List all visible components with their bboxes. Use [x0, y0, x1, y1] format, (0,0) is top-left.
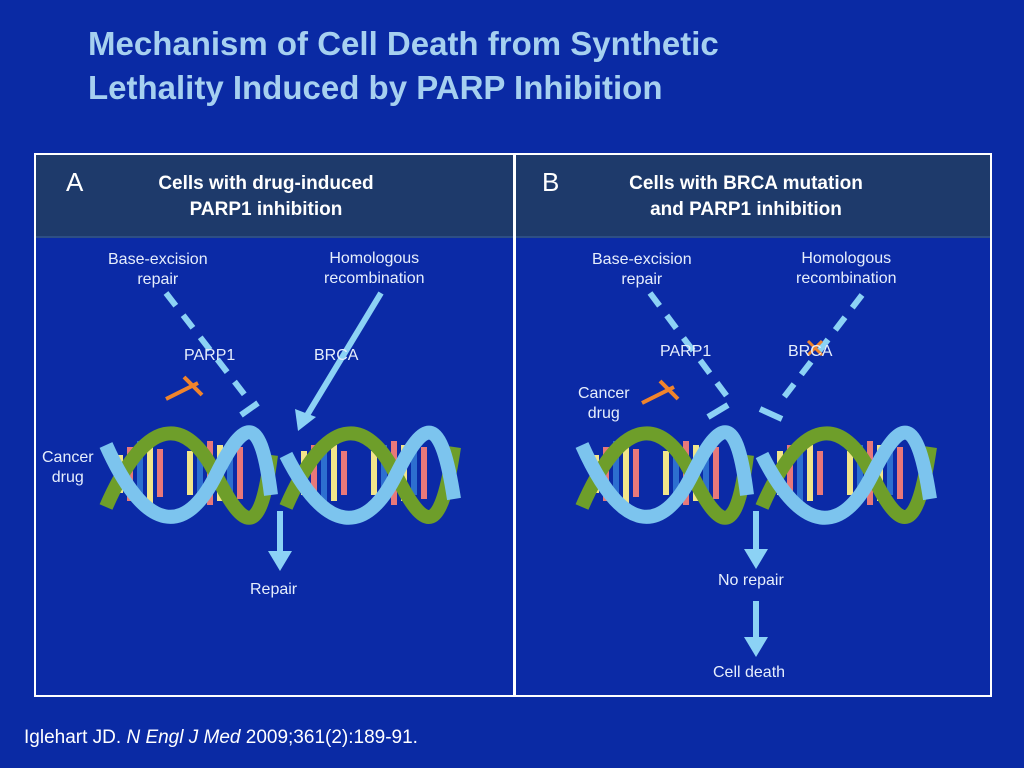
panel-b-heading-line-1: Cells with BRCA mutation — [629, 173, 863, 194]
panel-b-hr-line-2: recombination — [796, 270, 897, 287]
panel-b-drug-line-2: drug — [587, 405, 620, 422]
panel-b-drug-line-1: Cancer — [578, 385, 630, 402]
panel-b-ber-line-1: Base-excision — [592, 251, 692, 268]
panel-b-inhibitor-icon — [641, 379, 680, 405]
panel-a-parp1-label: PARP1 — [184, 347, 236, 364]
panel-b-no-repair-arrowhead — [744, 549, 768, 569]
panel-a-inhibitor-icon — [165, 375, 204, 401]
panel-a-ber-label: Base-excision repair — [108, 250, 208, 290]
citation-author: Iglehart JD. — [24, 727, 122, 748]
panel-a-heading-line-1: Cells with drug-induced — [158, 173, 374, 194]
panel-a-ber-path — [163, 291, 254, 405]
panel-b-parp1-label: PARP1 — [660, 343, 712, 360]
panel-a-drug-line-2: drug — [51, 469, 84, 486]
panel-b-dna-helix-icon — [575, 425, 937, 525]
panel-a-repair-arrowhead — [268, 551, 292, 571]
panel-divider — [513, 155, 516, 695]
panel-b-header: B Cells with BRCA mutation and PARP1 inh… — [516, 155, 990, 238]
panel-b-no-repair-label: No repair — [718, 572, 784, 589]
panel-a-hr-line-1: Homologous — [329, 250, 420, 267]
panel-a-heading-line-2: PARP1 inhibition — [189, 199, 343, 220]
panel-b-letter: B — [542, 167, 560, 197]
pathway-artwork — [99, 291, 937, 657]
panel-a-hr-path — [303, 291, 384, 419]
panel-b-brca-mutation-x-icon — [806, 339, 824, 357]
citation-ref: 2009;361(2):189-91. — [245, 727, 418, 748]
panel-a-dna-helix-icon — [99, 425, 461, 525]
panel-b-cell-death-label: Cell death — [713, 664, 786, 681]
panel-b-brca-label: BRCA — [788, 343, 833, 360]
panel-b-ber-label: Base-excision repair — [592, 250, 692, 290]
title-line-2: Lethality Induced by PARP Inhibition — [88, 69, 663, 106]
panel-a-hr-label: Homologous recombination — [324, 249, 425, 289]
panel-b-ber-path — [647, 291, 735, 405]
panel-b-cell-death-arrowhead — [744, 637, 768, 657]
panel-a-hr-line-2: recombination — [324, 270, 425, 287]
panel-a-letter: A — [66, 167, 84, 197]
slide-title: Mechanism of Cell Death from Synthetic L… — [88, 22, 968, 110]
panel-b-heading: Cells with BRCA mutation and PARP1 inhib… — [586, 171, 906, 223]
citation: Iglehart JD. N Engl J Med 2009;361(2):18… — [24, 727, 418, 749]
mechanism-figure: A Cells with drug-induced PARP1 inhibiti… — [34, 153, 992, 697]
panel-a-repair-label: Repair — [250, 581, 298, 598]
panel-a-hr-arrowhead — [295, 409, 316, 431]
panel-b-heading-line-2: and PARP1 inhibition — [650, 199, 842, 220]
panel-b-hr-path — [775, 293, 865, 407]
panel-b-parp1-block-bar — [706, 402, 730, 420]
title-line-1: Mechanism of Cell Death from Synthetic — [88, 25, 719, 62]
panel-a-brca-label: BRCA — [314, 347, 359, 364]
panel-b-cancer-drug-label: Cancer drug — [578, 384, 630, 424]
panel-b-ber-line-2: repair — [621, 271, 663, 288]
panel-a-parp1-block-bar — [239, 400, 260, 418]
panel-b-hr-label: Homologous recombination — [796, 249, 897, 289]
panel-a-ber-line-2: repair — [137, 271, 179, 288]
panel-a-header: A Cells with drug-induced PARP1 inhibiti… — [36, 155, 513, 238]
citation-journal: N Engl J Med — [126, 727, 241, 748]
panel-b-hr-line-1: Homologous — [801, 250, 892, 267]
panel-a-drug-line-1: Cancer — [42, 449, 94, 466]
panel-a-ber-line-1: Base-excision — [108, 251, 208, 268]
panel-a-cancer-drug-label: Cancer drug — [42, 448, 94, 488]
panel-a-heading: Cells with drug-induced PARP1 inhibition — [106, 171, 426, 223]
panel-b-brca-block-bar — [758, 406, 784, 422]
